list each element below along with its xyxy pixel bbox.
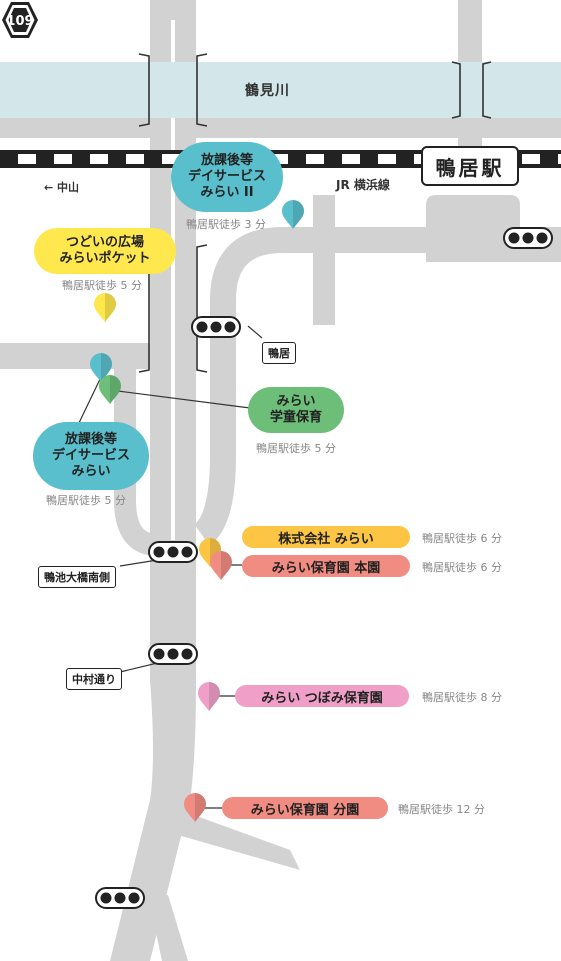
pin-gakudo-icon[interactable] <box>99 375 121 404</box>
place-tsubomi[interactable]: みらい つぼみ保育園 <box>235 685 409 707</box>
median-line <box>171 20 175 540</box>
pin-nursery-branch-icon[interactable] <box>184 793 206 822</box>
west-road <box>0 343 150 369</box>
signal-label-kamoike: 鴨池大橋南側 <box>38 566 116 588</box>
walk-tsubomi: 鴨居駅徒歩 8 分 <box>422 691 502 704</box>
pin-tsubomi-shade <box>209 682 220 711</box>
side-road <box>313 195 335 325</box>
walk-dayservice-2: 鴨居駅徒歩 3 分 <box>186 218 266 231</box>
traffic-signal-icon <box>95 887 145 909</box>
route-number: 109 <box>6 14 33 29</box>
river <box>0 62 561 118</box>
walk-company: 鴨居駅徒歩 6 分 <box>422 532 502 545</box>
walk-nursery-main: 鴨居駅徒歩 6 分 <box>422 561 502 574</box>
pin-gakudo-shade <box>110 375 121 404</box>
branch-road-south <box>148 895 188 961</box>
pin-nursery-main-icon[interactable] <box>210 551 232 580</box>
pin-nursery-branch-shade <box>195 793 206 822</box>
traffic-signal-icon <box>148 643 198 665</box>
route-shield-icon: 109 <box>2 2 38 38</box>
walk-gakudo: 鴨居駅徒歩 5 分 <box>256 442 336 455</box>
pin-tsudoi-icon[interactable] <box>94 293 116 322</box>
direction-label: ← 中山 <box>44 181 80 194</box>
branch-road <box>178 810 300 870</box>
place-dayservice-1[interactable]: 放課後等 デイサービス みらい <box>33 422 149 490</box>
traffic-signals <box>95 227 553 909</box>
place-company[interactable]: 株式会社 みらい <box>242 526 410 548</box>
pin-dayservice-1-icon[interactable] <box>90 353 112 382</box>
place-tsudoi[interactable]: つどいの広場 みらいポケット <box>34 228 176 274</box>
walk-tsudoi: 鴨居駅徒歩 5 分 <box>62 279 142 292</box>
traffic-signal-icon <box>148 541 198 563</box>
map-pins <box>90 200 304 822</box>
walk-dayservice-1: 鴨居駅徒歩 5 分 <box>46 494 126 507</box>
place-nursery-main[interactable]: みらい保育園 本園 <box>242 555 410 577</box>
signal-label-kamoi: 鴨居 <box>262 342 296 364</box>
pin-dayservice-1-shade <box>101 353 112 382</box>
pin-dayservice-2-icon[interactable] <box>282 200 304 229</box>
pin-dayservice-2-shade <box>293 200 304 229</box>
railway-label: JR 横浜線 <box>336 178 390 192</box>
place-gakudo[interactable]: みらい 学童保育 <box>248 387 344 433</box>
ramp-road <box>193 227 561 546</box>
traffic-signal-icon <box>191 316 241 338</box>
pin-tsudoi-shade <box>105 293 116 322</box>
place-dayservice-2[interactable]: 放課後等 デイサービス みらい II <box>171 142 283 212</box>
station-sign[interactable]: 鴨居駅 <box>421 146 519 186</box>
pin-tsubomi-icon[interactable] <box>198 682 220 711</box>
signal-label-nakamura: 中村通り <box>66 668 122 690</box>
walk-nursery-branch: 鴨居駅徒歩 12 分 <box>398 803 485 816</box>
place-nursery-branch[interactable]: みらい保育園 分園 <box>222 797 388 819</box>
traffic-signal-icon <box>503 227 553 249</box>
river-label: 鶴見川 <box>245 83 290 99</box>
pin-nursery-main-shade <box>221 551 232 580</box>
